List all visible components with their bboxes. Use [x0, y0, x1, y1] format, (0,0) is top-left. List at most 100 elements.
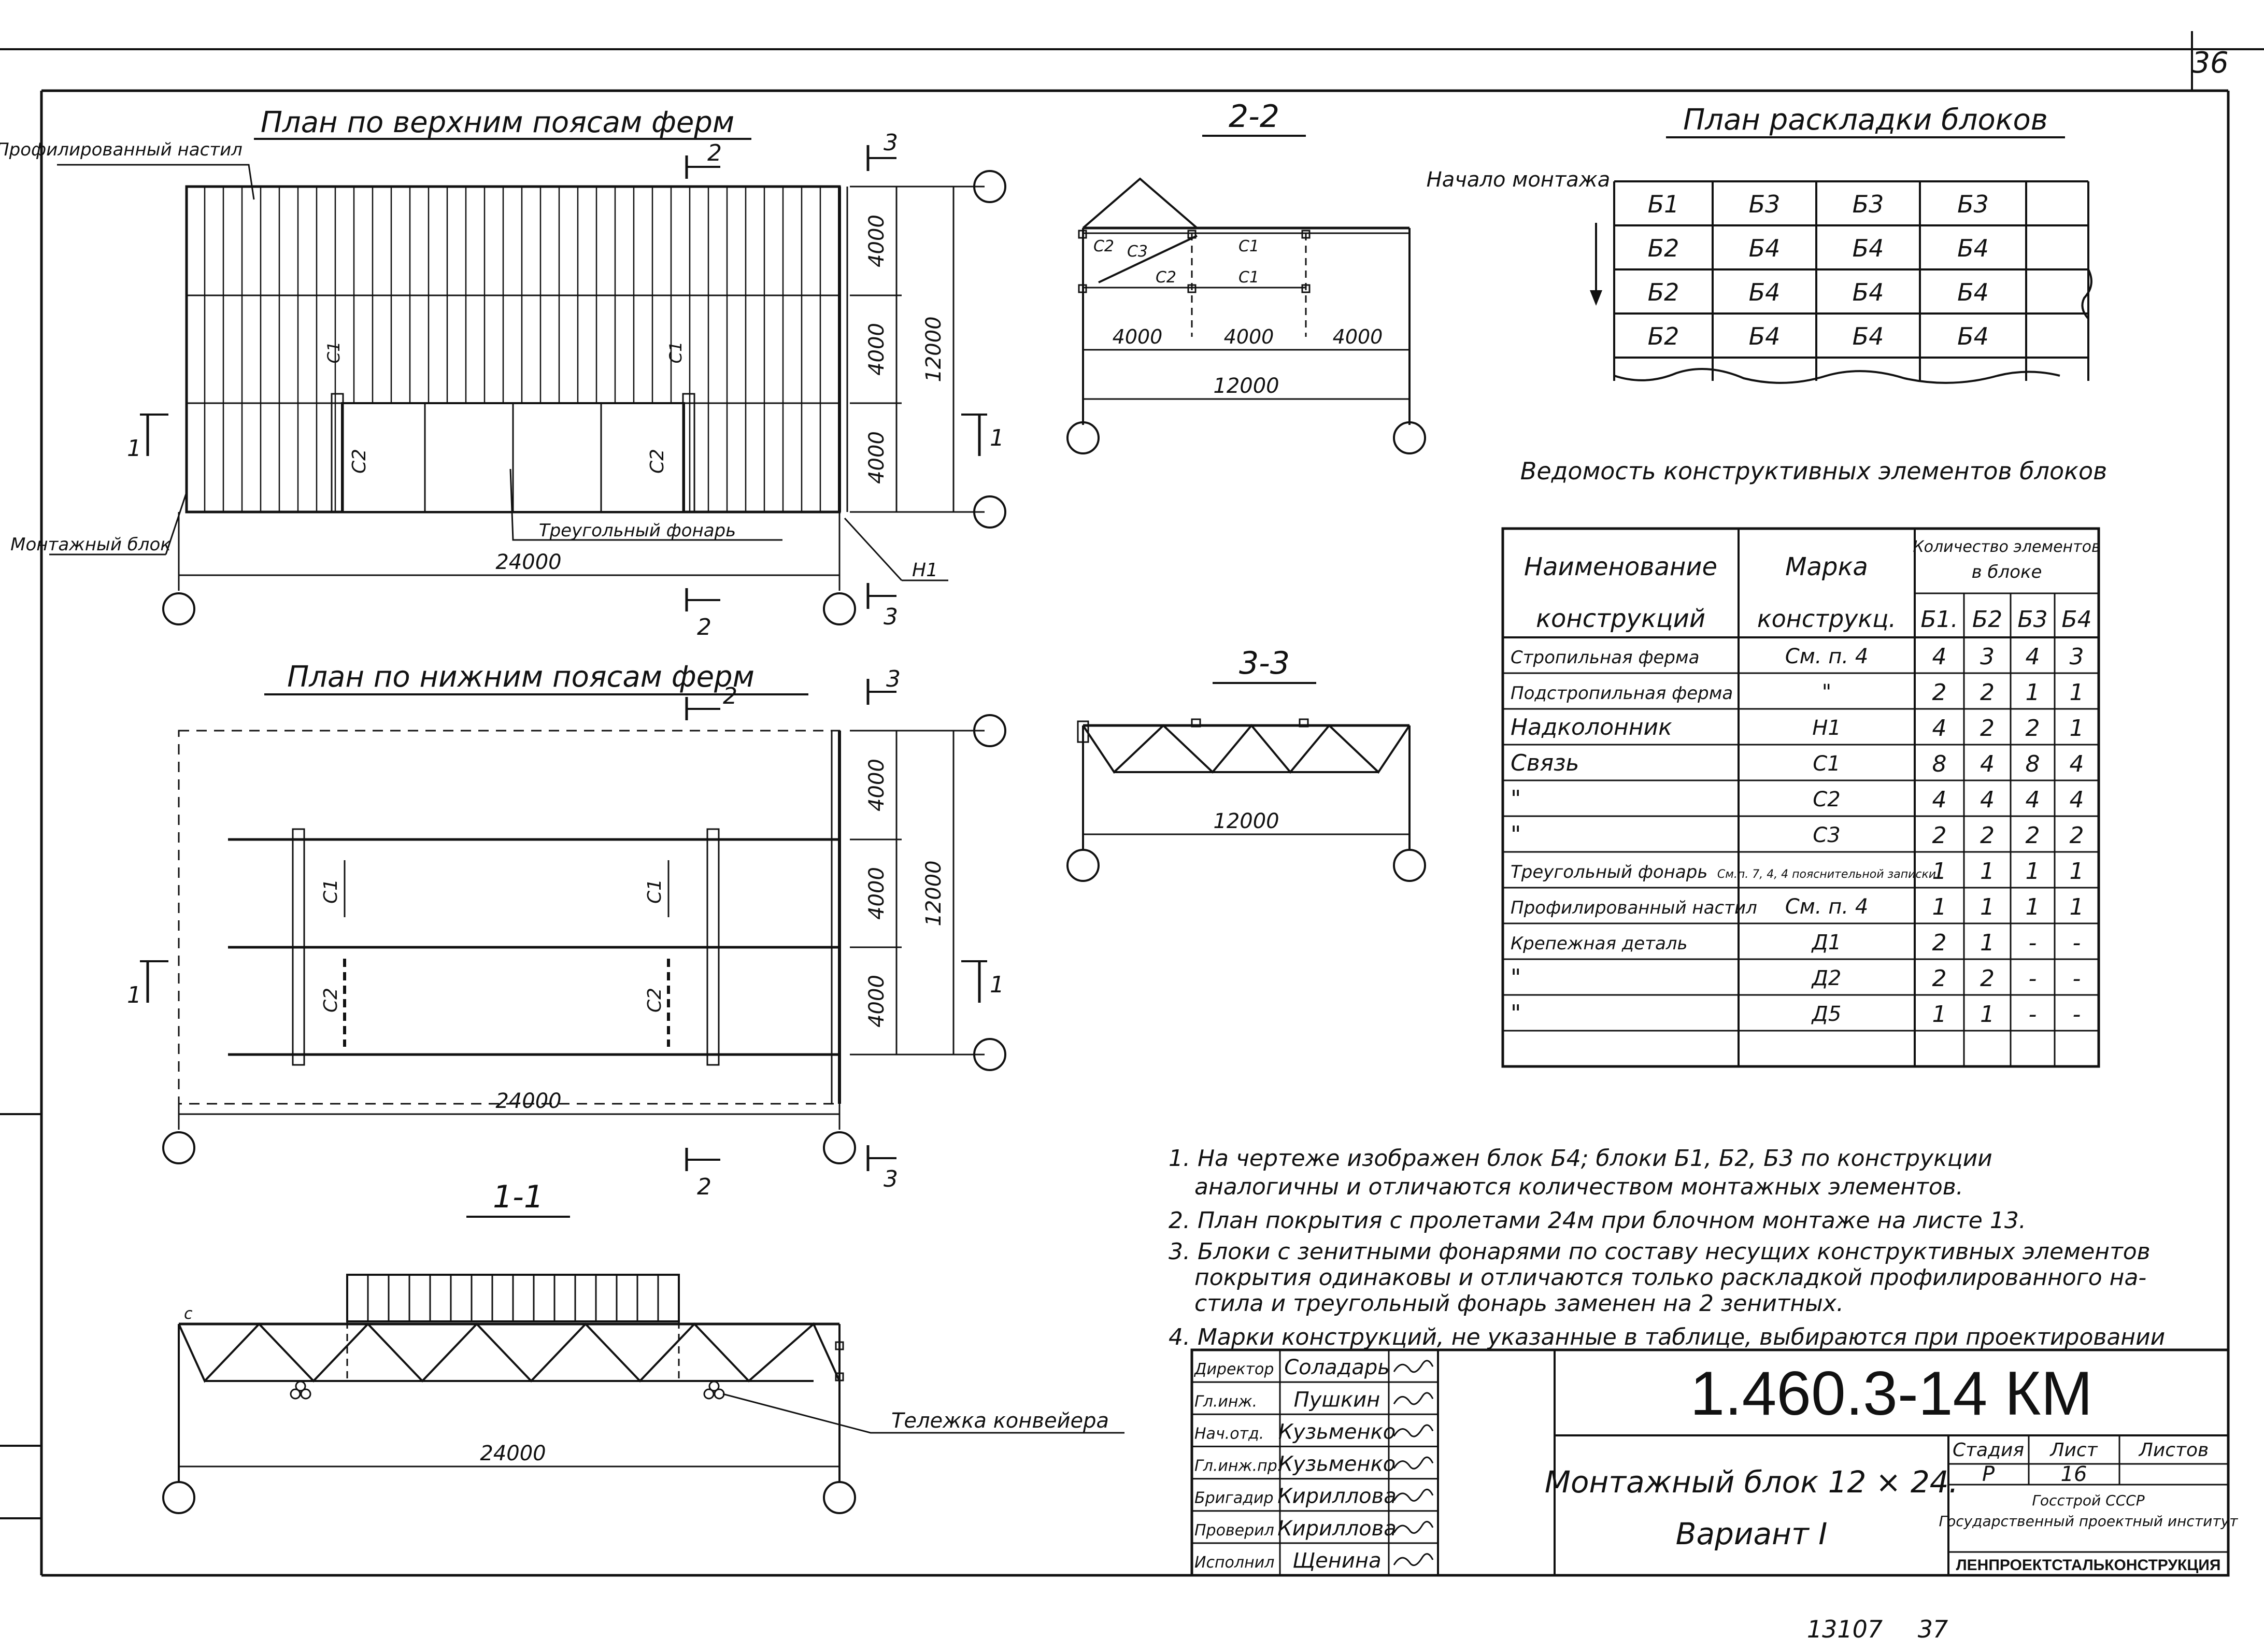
mark-2-top-b: 2	[723, 683, 737, 709]
stage-header: Стадия	[1953, 1440, 2024, 1461]
table-row-mark-7: См. п. 4	[1785, 895, 1869, 919]
signature-1	[1393, 1392, 1434, 1405]
table-row-6-q0: 1	[1932, 858, 1947, 885]
plan-top-c1-left: С1	[324, 341, 344, 364]
signatory-role-0: Директор	[1193, 1360, 1274, 1378]
table-row-9-q0: 2	[1932, 965, 1947, 992]
mark-3-bottom: 3	[884, 604, 898, 630]
plan-top-dim-total: 12000	[922, 316, 946, 382]
section-3-3-title: 3-3	[1239, 645, 1290, 681]
table-row-0-q3: 3	[2070, 644, 2084, 670]
note-line-2: 2. План покрытия с пролетами 24м при бло…	[1169, 1207, 2026, 1234]
plan-top-dim-3: 4000	[865, 431, 889, 484]
table-row-name-9: "	[1511, 964, 1521, 991]
s22-c2-a: С2	[1093, 237, 1114, 255]
block-cell-r0-c0: Б1	[1648, 190, 1679, 218]
table-row-5-q3: 2	[2070, 822, 2084, 849]
mark-3-top-b: 3	[886, 666, 901, 692]
drawing-code: 1.460.3-14 КМ	[1690, 1359, 2092, 1428]
truss-web	[178, 1322, 841, 1383]
stage-value: Р	[1982, 1462, 1995, 1486]
elements-table-title: Ведомость конструктивных элементов блоко…	[1520, 457, 2107, 485]
plan-top-c2-left: С2	[349, 449, 370, 474]
table-row-1-q2: 1	[2026, 679, 2040, 706]
block-cell-r1-c0: Б2	[1648, 234, 1679, 262]
plan-top-c2-right: С2	[647, 449, 668, 474]
signatory-name-4: Кириллова	[1277, 1485, 1396, 1508]
signatory-name-5: Кириллова	[1277, 1517, 1396, 1541]
notes: 1. На чертеже изображен блок Б4; блоки Б…	[1169, 1145, 2165, 1350]
s22-dim-3: 4000	[1333, 325, 1383, 348]
table-row-mark-9: Д2	[1811, 966, 1842, 990]
signatory-role-2: Нач.отд.	[1194, 1425, 1264, 1443]
org-line-3: ЛЕНПРОЕКТСТАЛЬКОНСТРУКЦИЯ	[1956, 1557, 2221, 1574]
signatory-name-1: Пушкин	[1294, 1388, 1380, 1412]
s11-c-label: с	[184, 1305, 193, 1323]
block-cell-r2-c2: Б4	[1853, 278, 1884, 306]
drawing-name-2: Вариант I	[1676, 1516, 1828, 1551]
table-row-8-q1: 1	[1980, 930, 1995, 956]
table-row-4-q2: 4	[2026, 787, 2040, 813]
table-row-name-10: "	[1511, 1000, 1521, 1027]
table-row-3-q0: 8	[1932, 751, 1947, 777]
table-head-name-2: конструкций	[1536, 604, 1705, 633]
table-row-name-4: "	[1511, 786, 1521, 812]
table-row-7-q3: 1	[2070, 894, 2084, 920]
table-row-name-8: Крепежная деталь	[1511, 933, 1688, 954]
table-row-0-q0: 4	[1932, 644, 1947, 670]
table-row-8-q0: 2	[1932, 930, 1947, 956]
table-row-name-5: "	[1511, 821, 1521, 848]
table-row-mark-2: Н1	[1812, 716, 1841, 740]
table-row-10-q1: 1	[1980, 1001, 1995, 1028]
signatory-role-4: Бригадир	[1194, 1489, 1274, 1507]
table-row-mark-4: С2	[1813, 788, 1840, 811]
table-row-mark-6: См.п. 7, 4, 4 пояснительной записки	[1717, 868, 1936, 881]
s22-c2-b: С2	[1156, 268, 1176, 287]
plan-bottom-title: План по нижним поясам ферм	[287, 660, 754, 694]
table-head-name-1: Наименование	[1524, 552, 1717, 581]
table-row-2-q0: 4	[1932, 715, 1947, 742]
block-cell-r3-c1: Б4	[1749, 322, 1781, 350]
deck-label: Профилированный настил	[0, 139, 243, 160]
plan-bottom-dim-total: 12000	[922, 860, 946, 926]
table-row-4-q0: 4	[1932, 787, 1947, 813]
table-row-5-q1: 2	[1980, 822, 1995, 849]
conveyor-label: Тележка конвейера	[891, 1409, 1109, 1433]
table-row-5-q0: 2	[1932, 822, 1947, 849]
table-head-block-0: Б1.	[1920, 606, 1958, 633]
plan-bottom-c2-left: С2	[320, 988, 341, 1013]
signatory-name-0: Соладарь	[1284, 1356, 1390, 1379]
mark-2-bottom-b: 2	[697, 1174, 711, 1200]
table-row-name-3: Связь	[1511, 750, 1579, 776]
section-3-3: 3-3 12000	[1066, 645, 1426, 882]
elements-table: Ведомость конструктивных элементов блоко…	[1501, 457, 2107, 1068]
block-cell-r3-c0: Б2	[1648, 322, 1679, 350]
note-line-1: аналогичны и отличаются количеством монт…	[1194, 1174, 1963, 1200]
table-head-qty-1: Количество элементов	[1913, 538, 2100, 556]
block-cell-r0-c1: Б3	[1749, 190, 1781, 218]
mark-2-bottom: 2	[697, 614, 711, 640]
table-row-3-q3: 4	[2070, 751, 2084, 777]
org-line-1: Госстрой СССР	[2032, 1492, 2144, 1509]
mark-1-left-b: 1	[127, 982, 141, 1008]
block-cell-r1-c2: Б4	[1853, 234, 1884, 262]
table-row-name-2: Надколонник	[1511, 714, 1672, 740]
s22-c3: С3	[1127, 243, 1148, 261]
table-row-4-q3: 4	[2070, 787, 2084, 813]
plan-top-dim-2: 4000	[865, 323, 889, 376]
s11-dim-total: 24000	[480, 1442, 546, 1465]
mark-2-top: 2	[707, 140, 722, 166]
table-row-8-q2: -	[2029, 930, 2037, 956]
mark-3-top: 3	[884, 130, 898, 156]
table-row-0-q2: 4	[2026, 644, 2040, 670]
skylight-label: Треугольный фонарь	[539, 520, 736, 541]
block-layout-title: План раскладки блоков	[1683, 103, 2048, 137]
section-1-1: 1-1 с Тележка конвейера 24000	[162, 1179, 1124, 1514]
block-label: Монтажный блок	[10, 534, 171, 555]
table-row-1-q0: 2	[1932, 679, 1947, 706]
block-cell-r1-c3: Б4	[1957, 234, 1989, 262]
plan-bottom-dim-3: 4000	[865, 975, 889, 1028]
archive-number: 13107	[1807, 1615, 1883, 1643]
table-row-mark-8: Д1	[1811, 931, 1842, 955]
